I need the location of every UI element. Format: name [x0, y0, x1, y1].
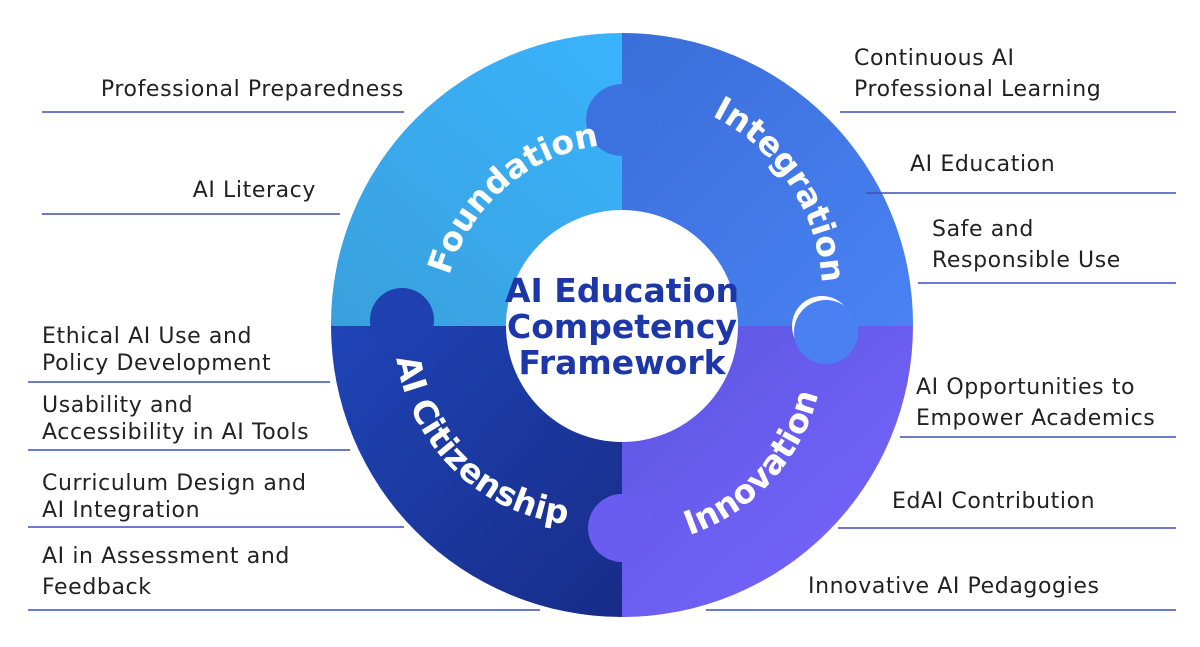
center-title-line-2: Competency [507, 307, 737, 346]
center-circle [506, 210, 738, 442]
label-curriculum-line-1: Curriculum Design and [42, 471, 307, 496]
center-title-line-1: AI Education [505, 271, 739, 310]
tab-innovation [794, 300, 858, 364]
label-professional-preparedness: Professional Preparedness [101, 77, 404, 102]
tab-foundation [370, 288, 434, 352]
tab-integration [586, 84, 658, 156]
label-innovative-pedagogies: Innovative AI Pedagogies [808, 574, 1100, 599]
leader-lines [28, 111, 1176, 611]
label-ethical-ai-line-2: Policy Development [42, 351, 271, 376]
label-assessment-line-2: Feedback [42, 575, 152, 600]
label-assessment-line-1: AI in Assessment and [42, 544, 290, 569]
label-opportunities-line-2: Empower Academics [916, 406, 1155, 431]
tab-citizenship [588, 494, 656, 562]
label-ai-literacy: AI Literacy [193, 178, 316, 203]
segment-integration [622, 33, 914, 326]
label-continuous-line-2: Professional Learning [854, 77, 1101, 102]
segment-innovation [592, 326, 913, 617]
label-opportunities-line-1: AI Opportunities to [916, 375, 1135, 400]
label-usability-line-2: Accessibility in AI Tools [42, 420, 309, 445]
label-ethical-ai-line-1: Ethical AI Use and [42, 324, 252, 349]
ring [330, 33, 914, 617]
label-continuous-line-1: Continuous AI [854, 46, 1015, 71]
segment-ai-citizenship [331, 303, 622, 617]
label-safe-use-line-2: Responsible Use [932, 248, 1121, 273]
label-safe-use-line-1: Safe and [932, 217, 1034, 242]
label-ai-education: AI Education [910, 152, 1055, 177]
label-usability-line-1: Usability and [42, 393, 193, 418]
segment-foundation [330, 33, 652, 326]
label-curriculum-line-2: AI Integration [42, 498, 200, 523]
label-edai-contribution: EdAI Contribution [892, 489, 1095, 514]
center-title-line-3: Framework [518, 343, 726, 382]
